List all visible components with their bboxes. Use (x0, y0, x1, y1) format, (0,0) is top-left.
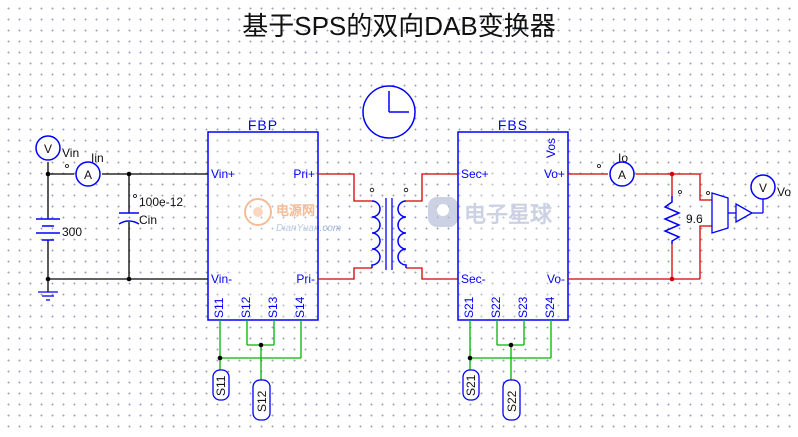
voltmeter-vin[interactable]: V (35, 135, 61, 161)
fbs-pin-s22: S22 (489, 296, 503, 318)
fbp-pri-minus: Pri- (296, 272, 315, 286)
primary-gate-wiring (219, 320, 302, 380)
voltmeter-vin-symbol: V (44, 142, 52, 156)
ammeter-io[interactable]: A (597, 161, 635, 187)
gate-tag-s11[interactable]: S11 (212, 369, 230, 401)
ammeter-iin[interactable]: A (65, 161, 101, 187)
gate-tag-s12[interactable]: S12 (252, 379, 271, 421)
fbp-pri-plus: Pri+ (293, 167, 315, 181)
secondary-wiring (406, 173, 458, 280)
fbs-vos: Vos (544, 138, 558, 158)
label-io: Io (618, 151, 628, 165)
fbs-name: FBS (498, 117, 528, 133)
gate-tag-s21[interactable]: S21 (462, 369, 480, 401)
watermark-dianzixingqiu: 电子星球 (428, 197, 553, 227)
watermark-cn-right: 电子星球 (464, 202, 553, 227)
ammeter-io-symbol: A (618, 168, 626, 182)
source-value: 300 (62, 225, 82, 239)
secondary-gate-wiring (469, 320, 552, 380)
capacitor-cin[interactable] (118, 212, 140, 225)
watermark-dianyuan: 电源网 DianYuan.com (244, 198, 341, 234)
fbp-vin-minus: Vin- (211, 272, 232, 286)
dc-source[interactable] (36, 218, 60, 241)
voltmeter-vo-symbol: V (759, 181, 767, 195)
fbs-vo-minus: Vo- (547, 272, 565, 286)
label-vo: Vo (777, 185, 791, 199)
fbp-pin-s14: S14 (293, 296, 307, 318)
fbp-block[interactable] (207, 131, 319, 321)
cap-name: Cin (139, 213, 157, 227)
voltage-sensor[interactable] (706, 191, 764, 234)
gate-label-s12: S12 (255, 390, 269, 412)
primary-wiring (318, 173, 372, 280)
gate-label-s21: S21 (464, 374, 478, 396)
gate-label-s22: S22 (505, 390, 519, 412)
label-iin: Iin (91, 151, 104, 165)
output-junctions (669, 171, 675, 282)
fbp-vin-plus: Vin+ (211, 167, 235, 181)
secondary-gate-junctions (467, 342, 514, 361)
ground-icon (38, 291, 58, 301)
gate-label-s11: S11 (214, 375, 228, 396)
ammeter-iin-symbol: A (84, 168, 92, 182)
cap-value: 100e-12 (139, 195, 183, 209)
fbs-pin-s24: S24 (543, 296, 557, 318)
fbp-pin-s11: S11 (212, 297, 226, 318)
output-wiring (568, 173, 712, 280)
fbs-pin-s23: S23 (516, 296, 530, 318)
watermark-en-left: DianYuan.com (276, 223, 341, 234)
fbs-block[interactable] (457, 131, 569, 321)
primary-gate-junctions (217, 342, 264, 361)
fbp-pin-s13: S13 (266, 296, 280, 318)
fbs-pin-s21: S21 (462, 296, 476, 318)
fbs-vo-plus: Vo+ (544, 167, 565, 181)
input-junctions (45, 171, 132, 282)
fbs-sec-plus: Sec+ (461, 167, 489, 181)
watermark-cn-left: 电源网 (276, 203, 315, 218)
transformer[interactable] (369, 187, 409, 270)
clock-icon[interactable] (362, 85, 416, 139)
fbp-pin-s12: S12 (239, 296, 253, 318)
load-value: 9.6 (686, 212, 703, 226)
fbs-sec-minus: Sec- (461, 272, 486, 286)
load-resistor[interactable] (663, 190, 682, 245)
schematic-title: 基于SPS的双向DAB变换器 (242, 11, 556, 41)
label-vin: Vin (62, 146, 79, 160)
fbp-name: FBP (248, 117, 278, 133)
voltmeter-vo[interactable]: V (750, 174, 776, 200)
gate-tag-s22[interactable]: S22 (502, 379, 521, 421)
